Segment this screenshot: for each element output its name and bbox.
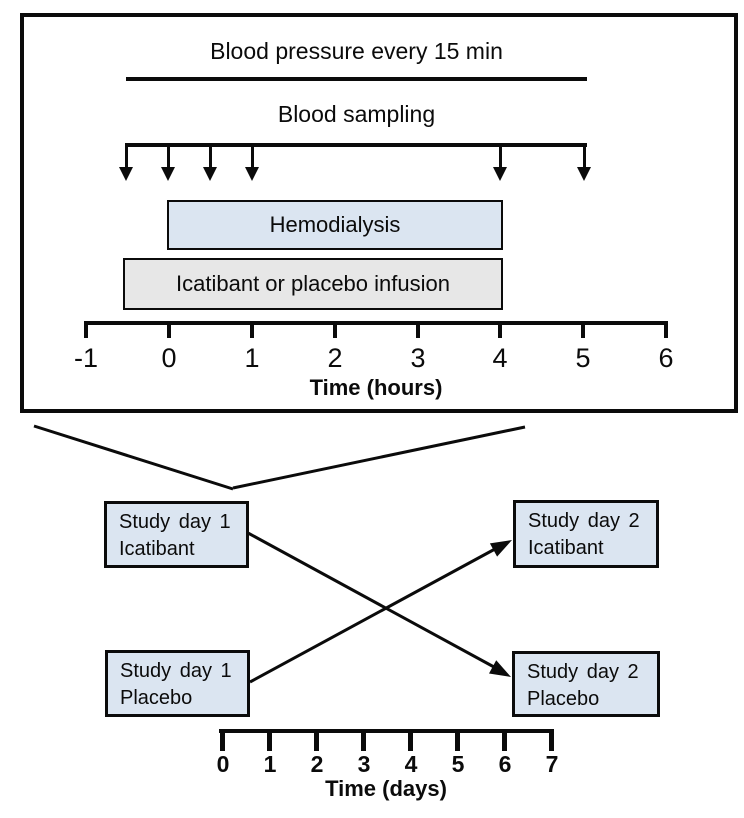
days-tick-label: 6 <box>498 751 512 777</box>
days-tick-label: 4 <box>404 751 418 777</box>
study-box-line2: Placebo <box>527 688 600 710</box>
hours-axis-tick <box>333 321 337 338</box>
days-axis-tick <box>314 729 319 751</box>
hemodialysis-bar: Hemodialysis <box>167 200 503 250</box>
hours-tick-label: 0 <box>161 343 177 373</box>
hours-tick-label: 5 <box>575 343 591 373</box>
study-day2-icatibant-box: Study day 2 Icatibant <box>513 500 659 568</box>
study-box-line2: Icatibant <box>119 538 195 560</box>
days-tick-label: 2 <box>310 751 324 777</box>
blood-pressure-span-line <box>126 77 587 81</box>
days-axis-tick <box>502 729 507 751</box>
study-box-line1: Study day 1 <box>120 660 232 682</box>
funnel-line-right <box>232 425 526 490</box>
sampling-arrow-icon <box>203 167 217 181</box>
sampling-arrow-icon <box>119 167 133 181</box>
days-axis-tick <box>549 729 554 751</box>
sampling-arrow-stem <box>498 143 502 169</box>
blood-pressure-label: Blood pressure every 15 min <box>210 38 503 64</box>
sampling-arrow-icon <box>161 167 175 181</box>
sampling-arrow-icon <box>493 167 507 181</box>
hours-axis-line <box>86 321 668 325</box>
study-box-line1: Study day 1 <box>119 511 231 533</box>
days-tick-label: 7 <box>545 751 559 777</box>
hours-tick-label: 1 <box>244 343 260 373</box>
study-box-line2: Placebo <box>120 687 193 709</box>
study-day1-placebo-box: Study day 1 Placebo <box>105 650 250 717</box>
sampling-arrow-icon <box>577 167 591 181</box>
hours-tick-label: 6 <box>658 343 674 373</box>
crossover-arrowhead-down <box>489 660 511 677</box>
study-box-line1: Study day 2 <box>527 661 639 683</box>
days-tick-label: 3 <box>357 751 371 777</box>
crossover-arrow-down-line <box>247 531 495 669</box>
days-axis-title: Time (days) <box>325 776 447 801</box>
hours-tick-label: 3 <box>410 343 426 373</box>
hours-tick-label: -1 <box>73 343 99 373</box>
infusion-bar: Icatibant or placebo infusion <box>123 258 503 310</box>
crossover-arrow-up-line <box>249 547 496 684</box>
study-day2-placebo-box: Study day 2 Placebo <box>512 651 660 717</box>
hours-timeline-panel: Blood pressure every 15 min Blood sampli… <box>20 13 738 413</box>
hours-axis-tick <box>664 321 668 338</box>
hours-axis-tick <box>581 321 585 338</box>
sampling-arrow-stem <box>208 143 212 169</box>
study-box-line2: Icatibant <box>528 537 604 559</box>
hours-axis-tick <box>416 321 420 338</box>
sampling-arrow-icon <box>245 167 259 181</box>
hours-axis-tick <box>498 321 502 338</box>
days-axis-tick <box>220 729 225 751</box>
sampling-arrow-stem <box>582 143 586 169</box>
sampling-arrow-stem <box>124 143 128 169</box>
hours-axis-tick <box>167 321 171 338</box>
days-axis-tick <box>408 729 413 751</box>
hours-tick-label: 4 <box>492 343 508 373</box>
hours-axis-tick <box>250 321 254 338</box>
hours-axis-title: Time (hours) <box>309 375 443 400</box>
study-box-line1: Study day 2 <box>528 510 640 532</box>
days-axis-tick <box>361 729 366 751</box>
days-tick-label: 5 <box>451 751 465 777</box>
crossover-arrowhead-up <box>489 540 512 557</box>
days-tick-label: 0 <box>216 751 230 777</box>
study-day1-icatibant-box: Study day 1 Icatibant <box>104 501 249 568</box>
funnel-line-left <box>33 424 234 491</box>
sampling-arrow-stem <box>250 143 254 169</box>
hours-axis-tick <box>84 321 88 338</box>
sampling-arrow-stem <box>166 143 170 169</box>
days-tick-label: 1 <box>263 751 277 777</box>
blood-sampling-span-line <box>126 143 587 147</box>
days-axis-tick <box>267 729 272 751</box>
days-axis-tick <box>455 729 460 751</box>
hours-tick-label: 2 <box>327 343 343 373</box>
days-axis-line <box>219 729 554 733</box>
blood-sampling-label: Blood sampling <box>277 101 436 127</box>
